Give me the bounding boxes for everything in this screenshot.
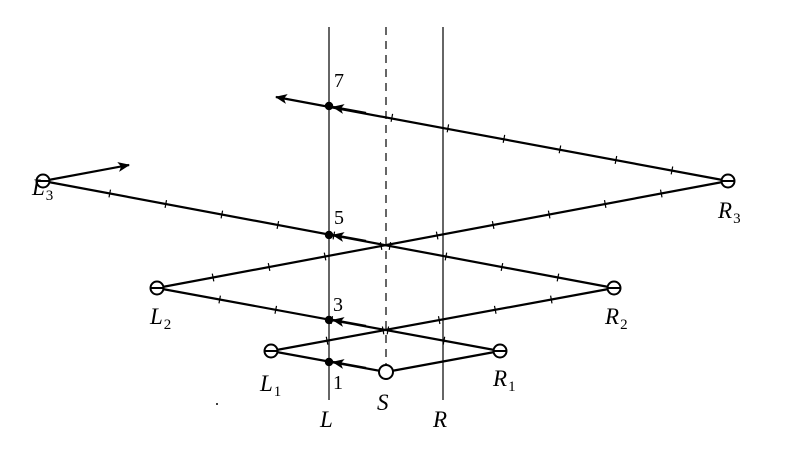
path-tick xyxy=(379,241,383,251)
mirror-l1-marker xyxy=(263,343,279,359)
path-tick xyxy=(276,220,280,230)
path-tick xyxy=(500,262,504,272)
line-label-l: L xyxy=(319,407,333,432)
tick-marks xyxy=(108,113,674,345)
path-tick xyxy=(603,199,607,209)
path-tick xyxy=(491,220,495,230)
path-tick xyxy=(386,326,390,335)
arrow-near-7 xyxy=(332,104,367,115)
mirror-label-r3: R3 xyxy=(717,198,741,227)
path-tick xyxy=(502,134,506,143)
mirror-r2-marker xyxy=(606,280,622,296)
path-tick xyxy=(108,189,112,198)
path-tick xyxy=(267,262,271,272)
path-tick xyxy=(323,252,327,261)
line-label-r: R xyxy=(432,407,447,432)
path-tick xyxy=(332,231,336,240)
crossing-dot-1 xyxy=(324,357,334,367)
path-tick xyxy=(659,189,663,198)
mirror-label-l1: L1 xyxy=(259,371,281,400)
path-tick xyxy=(670,166,674,175)
path-s-to-r1 xyxy=(385,349,501,374)
crossing-label-1: 1 xyxy=(333,372,343,394)
path-tick xyxy=(218,295,221,304)
mirror-l2-marker xyxy=(149,280,165,296)
stray-dot xyxy=(216,403,218,405)
crossing-dot-3 xyxy=(324,315,334,325)
path-tick xyxy=(388,241,392,251)
path-tick xyxy=(274,305,278,314)
crossing-label-5: 5 xyxy=(334,207,344,229)
crossing-dot-7 xyxy=(324,101,334,111)
mirror-l3-marker xyxy=(35,173,51,189)
path-tick xyxy=(614,155,618,165)
crossing-label-3: 3 xyxy=(333,294,343,316)
mirror-markers xyxy=(35,173,736,359)
mirror-label-l3: L3 xyxy=(31,175,53,204)
mirror-label-r2: R2 xyxy=(604,304,628,333)
direction-arrows xyxy=(332,104,367,370)
path-l2-to-r3 xyxy=(156,179,729,290)
arrow-near-1 xyxy=(332,359,367,370)
path-tick xyxy=(381,326,385,335)
arrow-near-5 xyxy=(332,232,367,243)
path-tick xyxy=(390,113,394,122)
source-s-marker xyxy=(378,364,394,380)
path-tick xyxy=(435,231,439,240)
path-tick xyxy=(556,273,560,282)
crossing-dots xyxy=(324,101,334,367)
mirror-r1-marker xyxy=(492,343,508,359)
path-tick xyxy=(437,316,441,325)
source-label-s: S xyxy=(377,390,389,415)
path-l1-to-r2 xyxy=(270,286,615,353)
path-tick xyxy=(446,124,450,133)
crossing-label-7: 7 xyxy=(334,70,344,92)
mirror-label-l2: L2 xyxy=(149,304,171,333)
arrow-near-3 xyxy=(332,317,367,328)
mirror-r3-marker xyxy=(720,173,736,189)
path-tick xyxy=(220,210,224,219)
crossing-dot-5 xyxy=(324,230,334,240)
path-tick xyxy=(211,273,215,282)
path-tick xyxy=(164,199,168,209)
mirror-label-r1: R1 xyxy=(492,366,516,395)
path-tick xyxy=(550,295,553,304)
path-tick xyxy=(325,336,329,345)
path-tick xyxy=(444,252,448,261)
path-tick xyxy=(442,336,446,345)
path-tick xyxy=(558,145,562,154)
path-tick xyxy=(493,305,497,314)
path-tick xyxy=(547,210,551,219)
path-l3-outgoing xyxy=(42,162,130,183)
